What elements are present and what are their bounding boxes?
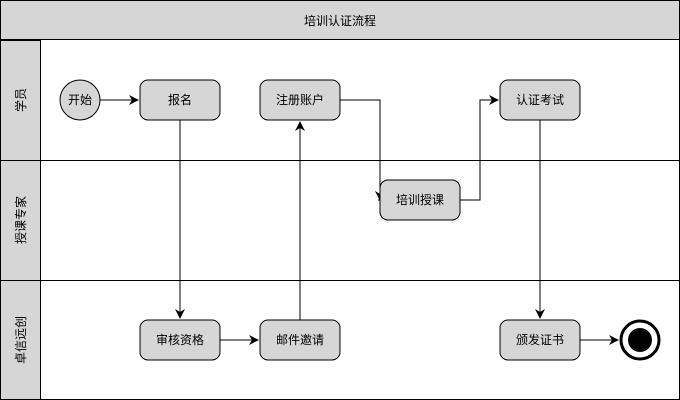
node-signup[interactable]: 报名 [139, 79, 221, 121]
node-train-label: 培训授课 [396, 192, 444, 207]
pool-header [0, 0, 680, 40]
node-register-label: 注册账户 [276, 92, 324, 107]
node-train[interactable]: 培训授课 [379, 179, 461, 221]
end-node[interactable] [619, 319, 661, 361]
pool-title: 培训认证流程 [304, 13, 376, 28]
lane-label-expert: 授课专家 [13, 196, 28, 244]
start-node-label: 开始 [68, 93, 92, 107]
node-review-label: 审核资格 [156, 332, 204, 347]
node-signup-label: 报名 [168, 92, 192, 107]
node-register[interactable]: 注册账户 [259, 79, 341, 121]
node-issue[interactable]: 颁发证书 [499, 319, 581, 361]
edge-train-exam [460, 95, 499, 201]
node-exam-label: 认证考试 [516, 92, 564, 107]
node-email[interactable]: 邮件邀请 [259, 319, 341, 361]
lane-label-student: 学员 [13, 88, 28, 112]
lane-header-expert [0, 160, 41, 281]
lane-header-student [0, 40, 41, 161]
node-issue-label: 颁发证书 [516, 332, 564, 347]
start-node[interactable] [59, 79, 101, 121]
lane-header-zhuoxin [0, 280, 41, 400]
node-email-label: 邮件邀请 [276, 332, 324, 347]
node-review[interactable]: 审核资格 [139, 319, 221, 361]
node-exam[interactable]: 认证考试 [499, 79, 581, 121]
lane-label-zhuoxin: 卓信远创 [14, 316, 28, 364]
